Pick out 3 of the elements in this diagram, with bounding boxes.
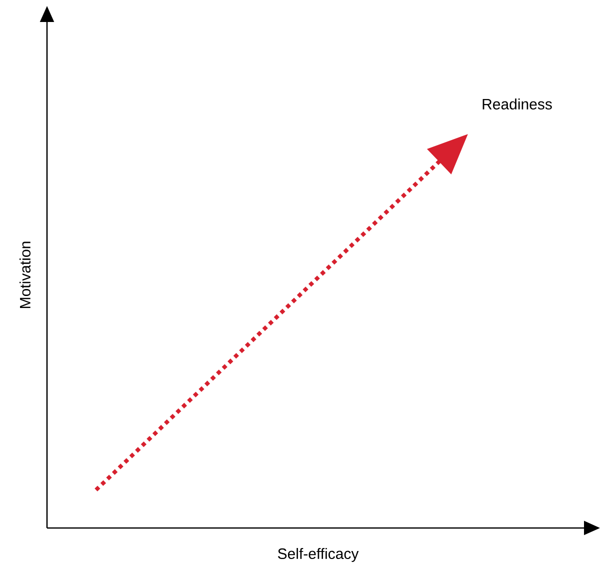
label-text: Readiness bbox=[482, 98, 552, 110]
axis-label: Motivation bbox=[20, 242, 30, 308]
axis-label: Self-efficacy bbox=[278, 548, 359, 562]
